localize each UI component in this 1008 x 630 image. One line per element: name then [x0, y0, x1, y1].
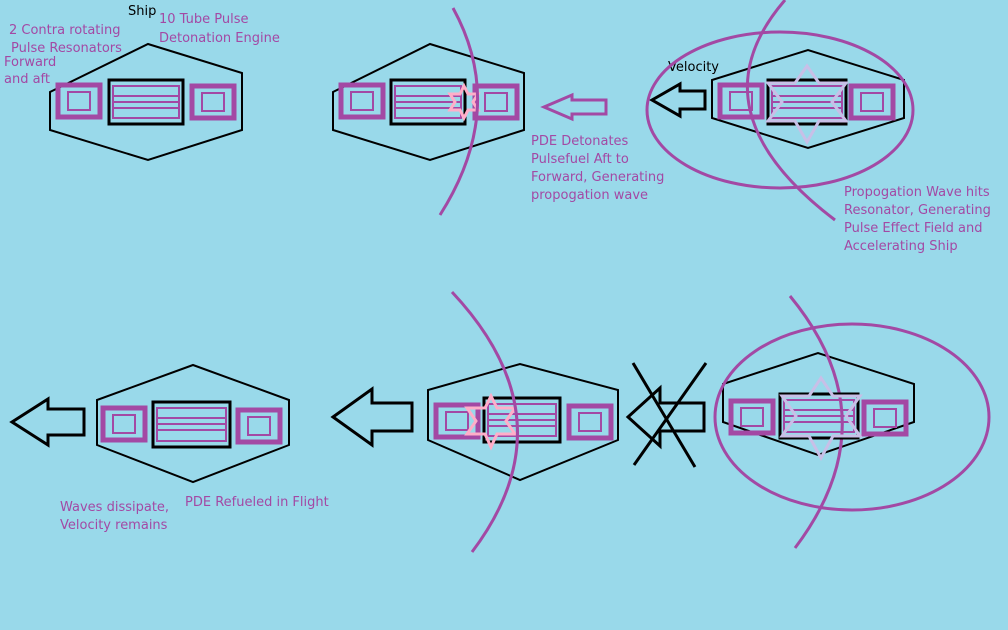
forward-resonator	[100, 405, 148, 443]
left-arrow-icon	[625, 384, 706, 450]
ship-hull	[96, 363, 290, 484]
ship-hull	[332, 42, 525, 162]
label-resonators: 2 Contra rotating Pulse Resonators	[9, 23, 125, 56]
aft-resonator	[566, 403, 614, 441]
label-dissipate: Waves dissipate, Velocity remains	[60, 500, 173, 533]
label-velocity: Velocity	[668, 60, 719, 75]
pulse-effect-field	[645, 30, 915, 190]
left-arrow-icon	[648, 81, 707, 119]
label-pde-detonates: PDE Detonates Pulsefuel Aft to Forward, …	[531, 134, 669, 203]
aft-resonator	[472, 83, 520, 121]
ship-stage-2	[332, 7, 525, 216]
label-wave-hits: Propogation Wave hits Resonator, Generat…	[844, 185, 995, 254]
pulse-engine	[482, 396, 562, 444]
pulse-engine	[151, 400, 232, 449]
forward-resonator	[55, 82, 103, 120]
ship-stage-1	[49, 42, 243, 162]
ship-hull	[711, 48, 905, 150]
forward-resonator	[717, 82, 765, 120]
ship-stage-4	[713, 295, 991, 549]
ship-hull	[427, 362, 619, 482]
pulse-engine	[766, 78, 848, 126]
ship-stage-3	[645, 0, 915, 222]
propagation-wave-arc	[438, 7, 480, 216]
left-arrow-icon	[540, 92, 608, 122]
aft-resonator	[861, 399, 909, 437]
ship-stage-6	[96, 363, 290, 484]
six-point-star-icon	[765, 63, 849, 146]
ship-hull	[722, 351, 915, 457]
forward-resonator	[728, 398, 776, 436]
aft-resonator	[189, 83, 237, 121]
left-arrow-icon	[330, 386, 414, 448]
label-engine: 10 Tube Pulse Detonation Engine	[159, 12, 280, 46]
aft-resonator	[848, 83, 896, 121]
aft-resonator	[235, 407, 283, 445]
pulse-effect-field	[713, 322, 991, 512]
label-ship: Ship	[128, 4, 156, 19]
pulse-engine	[107, 78, 185, 126]
label-refueled: PDE Refueled in Flight	[185, 495, 329, 510]
left-arrow-icon	[9, 396, 86, 448]
forward-resonator	[433, 402, 481, 440]
label-forward-aft: Forward and aft	[4, 55, 60, 87]
ship-stage-5	[427, 290, 619, 553]
propagation-wave-arc	[450, 290, 519, 553]
x-cross-icon	[631, 362, 708, 468]
six-point-star-icon	[779, 375, 863, 462]
forward-resonator	[338, 82, 386, 120]
ship-hull	[49, 42, 243, 162]
